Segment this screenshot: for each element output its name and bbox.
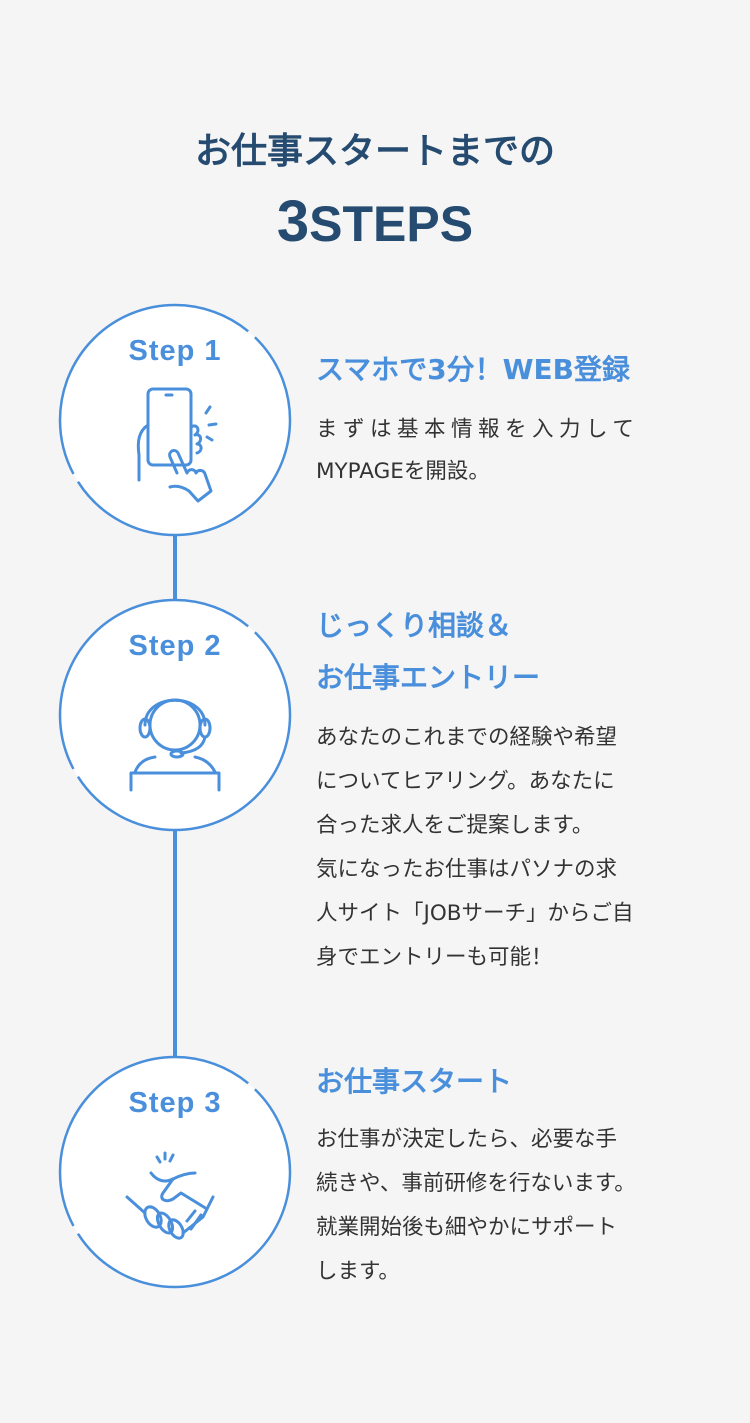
handshake-icon (125, 1151, 215, 1240)
step-2-circle: Step 2 (58, 598, 292, 832)
step-label: Step 3 (128, 1087, 222, 1119)
body-line: 人サイト「JOBサーチ」からご自 (316, 901, 634, 926)
circle-ring (58, 303, 292, 537)
step-1-heading: スマホで3分！WEB登録 (316, 344, 630, 396)
body-line: あなたのこれまでの経験や希望 (316, 725, 618, 750)
step-3-circle: Step 3 (58, 1055, 292, 1289)
body-line: 就業開始後も細やかにサポート (316, 1215, 618, 1240)
steps-count: 3 (276, 189, 310, 254)
heading-line: お仕事エントリー (316, 661, 541, 694)
step-3-description: お仕事が決定したら、必要な手 続きや、事前研修を行ないます。 就業開始後も細やか… (316, 1118, 692, 1294)
body-line: まずは基本情報を入力して (316, 417, 640, 442)
step-label: Step 1 (128, 335, 222, 367)
step-2-description: あなたのこれまでの経験や希望 についてヒアリング。あなたに 合った求人をご提案し… (316, 716, 692, 980)
step-1-circle: Step 1 (58, 303, 292, 537)
headset-operator-icon (129, 698, 221, 792)
section-subtitle: 3STEPS (0, 188, 750, 255)
body-line: 続きや、事前研修を行ないます。 (316, 1171, 636, 1196)
steps-word: STEPS (309, 196, 474, 252)
heading-line: じっくり相談＆ (316, 609, 513, 642)
body-line: お仕事が決定したら、必要な手 (316, 1127, 618, 1152)
body-line: についてヒアリング。あなたに (316, 769, 615, 794)
body-line: MYPAGEを開設。 (316, 459, 490, 484)
body-line: します。 (316, 1259, 400, 1284)
section-title: お仕事スタートまでの (194, 131, 555, 172)
heading-line: お仕事スタート (316, 1065, 513, 1098)
smartphone-tap-icon (136, 387, 218, 503)
body-line: 気になったお仕事はパソナの求 (316, 857, 618, 882)
heading-line: スマホで3分！WEB登録 (316, 353, 630, 386)
circle-ring (58, 1055, 292, 1289)
body-line: 身でエントリーも可能！ (316, 945, 553, 970)
circle-ring (58, 598, 292, 832)
step-1-description: まずは基本情報を入力して MYPAGEを開設。 (316, 409, 692, 493)
step-label: Step 2 (128, 630, 222, 662)
step-2-heading: じっくり相談＆ お仕事エントリー (316, 600, 540, 704)
step-3-heading: お仕事スタート (316, 1056, 512, 1108)
body-line: 合った求人をご提案します。 (316, 813, 594, 838)
